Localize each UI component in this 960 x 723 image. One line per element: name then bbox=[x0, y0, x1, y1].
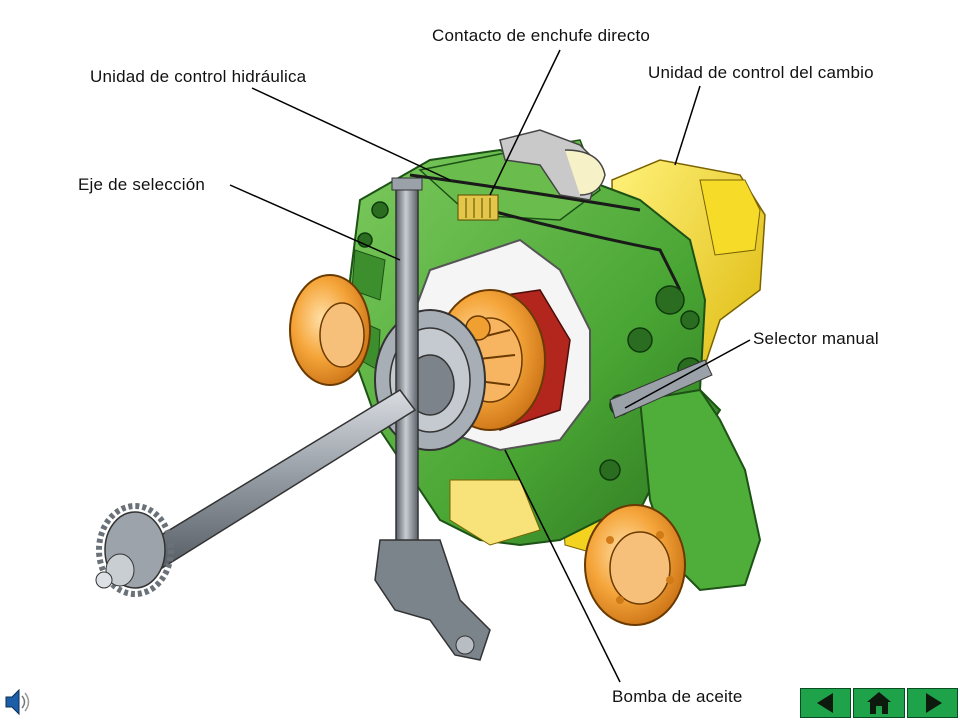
previous-button[interactable] bbox=[800, 688, 852, 718]
label-manual-selector: Selector manual bbox=[753, 329, 879, 348]
selector-shaft bbox=[374, 177, 491, 661]
input-shaft bbox=[95, 389, 417, 597]
lower-yellow-housing bbox=[449, 479, 541, 546]
triangle-left-icon bbox=[817, 693, 833, 713]
house-icon bbox=[867, 692, 892, 714]
label-plug-contact: Contacto de enchufe directo bbox=[432, 26, 651, 45]
label-oil-pump: Bomba de aceite bbox=[612, 687, 743, 706]
label-selector-shaft: Eje de selección bbox=[78, 175, 205, 194]
label-hydraulic-control: Unidad de control hidráulica bbox=[90, 67, 307, 86]
navigation-bar bbox=[800, 688, 960, 720]
direct-plug-connector bbox=[457, 129, 606, 221]
triangle-right-icon bbox=[925, 693, 942, 713]
left-bearing bbox=[289, 274, 371, 386]
leader-lines bbox=[229, 49, 751, 683]
speaker-icon[interactable] bbox=[4, 686, 34, 723]
home-button[interactable] bbox=[853, 688, 905, 718]
next-button[interactable] bbox=[906, 688, 958, 718]
pump-cover bbox=[374, 309, 486, 451]
right-bearing bbox=[584, 504, 686, 626]
label-gearbox-control: Unidad de control del cambio bbox=[648, 63, 874, 82]
